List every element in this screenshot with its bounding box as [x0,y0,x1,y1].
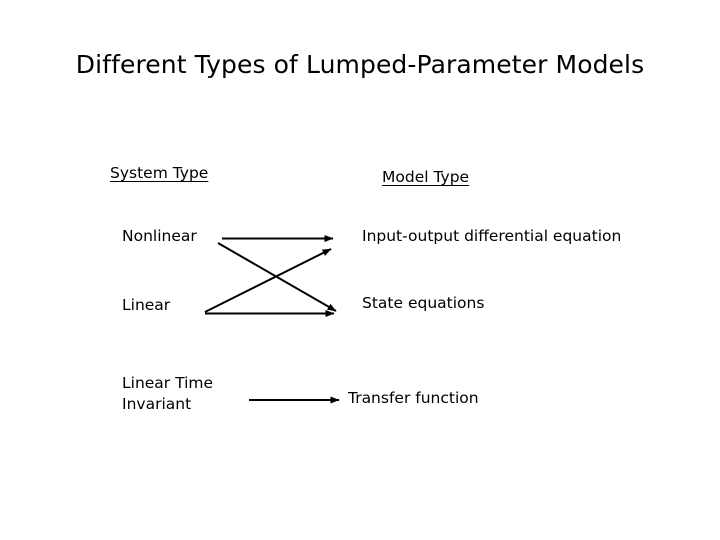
column-header-model-type: Model Type [382,168,470,186]
model-type-input-output-differential-equation: Input-output differential equation [362,227,622,245]
arrow-linear-to-input-output [204,248,332,313]
model-type-transfer-function: Transfer function [348,389,479,407]
system-type-lti-line-2: Invariant [122,395,192,413]
model-type-state-equations: State equations [362,294,485,312]
arrow-nonlinear-to-state-equations [217,242,337,312]
page-title: Different Types of Lumped-Parameter Mode… [75,50,645,79]
system-type-linear: Linear [122,296,171,314]
system-type-linear-time-invariant: Linear Time Invariant [122,373,213,415]
system-type-lti-line-1: Linear Time [122,374,214,392]
system-type-nonlinear: Nonlinear [122,227,197,245]
column-header-system-type: System Type [110,164,209,182]
